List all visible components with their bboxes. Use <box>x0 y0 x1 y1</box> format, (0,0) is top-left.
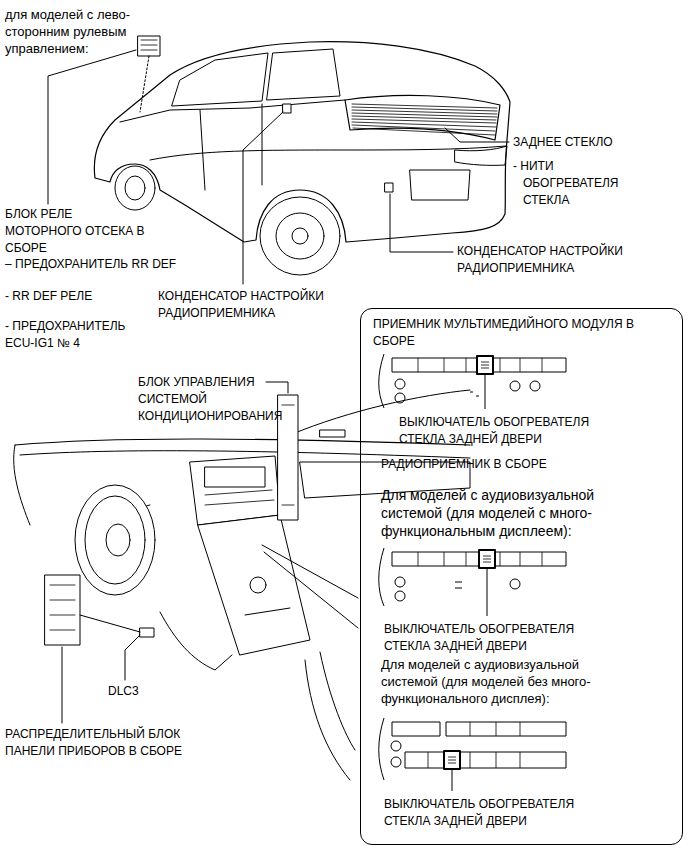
knob <box>510 381 520 391</box>
part-name: РАДИОПРИЕМНИК В СБОРЕ <box>381 456 631 473</box>
amplifier-detail <box>282 405 294 505</box>
knob <box>395 591 405 601</box>
leader-line <box>262 545 358 598</box>
note: для моделей с лево- сторонним рулевым уп… <box>5 6 137 57</box>
front-wheel <box>115 166 155 210</box>
knob <box>391 741 401 751</box>
defogger-icon <box>448 757 456 763</box>
body-line <box>120 100 345 122</box>
dash-line <box>20 451 470 458</box>
side-window <box>172 53 268 106</box>
inset-panel: ПРИЕМНИК МУЛЬТИМЕДИЙНОГО МОДУЛЯ В СБОРЕ В… <box>360 308 683 845</box>
rear-defogger-switch <box>477 356 493 374</box>
rear-defogger-switch <box>444 751 460 769</box>
relay-block-detail <box>141 40 157 50</box>
leader-line <box>487 569 488 616</box>
knob <box>395 577 405 587</box>
rear-wheel-rim <box>276 213 324 259</box>
part-name: – ПРЕДОХРАНИТЕЛЬ RR DEF <box>5 256 235 273</box>
part-name: - ПРЕДОХРАНИТЕЛЬ ECU-IG1 № 4 <box>5 318 155 352</box>
knob <box>395 393 405 403</box>
part-name: DLC3 <box>108 683 168 700</box>
leader-line <box>452 770 453 791</box>
car-illustration <box>48 36 510 284</box>
display-window <box>392 722 440 736</box>
variant-heading: Для моделей с аудиовизуальной системой (… <box>381 656 636 707</box>
knob <box>530 381 540 391</box>
dlc3-connector <box>140 628 154 637</box>
display <box>205 467 265 487</box>
part-name: ЗАДНЕЕ СТЕКЛО <box>513 134 663 151</box>
engine-room-relay-block <box>138 36 160 56</box>
rear-wheel <box>260 197 340 275</box>
part-name: РАСПРЕДЕЛИТЕЛЬНЫЙ БЛОК ПАНЕЛИ ПРИБОРОВ В… <box>5 726 215 760</box>
button-divider <box>470 722 520 736</box>
part-name: БЛОК РЕЛЕ МОТОРНОГО ОТСЕКА В СБОРЕ <box>5 206 145 257</box>
indicator <box>470 392 479 396</box>
rear-wheel-hub <box>292 228 308 244</box>
door-line <box>262 104 263 185</box>
rear-defogger-switch <box>479 550 495 568</box>
heater-wires <box>352 104 497 135</box>
steering-wheel-inner <box>85 496 145 584</box>
faceplate-edge <box>379 718 384 780</box>
side-window <box>267 49 340 100</box>
knob <box>391 757 401 767</box>
leader-line <box>485 375 486 409</box>
front-wheel-rim <box>125 176 145 200</box>
license-plate-area <box>410 170 470 200</box>
steering-hub <box>106 524 130 556</box>
wire <box>80 615 140 632</box>
rear-window <box>345 95 500 140</box>
radio-tuning-condenser <box>385 183 393 192</box>
part-name: - НИТИ ОБОГРЕВАТЕЛЯ СТЕКЛА <box>513 158 643 209</box>
center-stack <box>190 456 280 525</box>
radio-tuning-condenser <box>283 104 291 113</box>
leader-line <box>264 552 358 628</box>
instrument-panel-junction-block <box>45 575 80 645</box>
faceplate-edge <box>379 354 384 408</box>
junction-block-detail <box>50 585 75 630</box>
part-name: КОНДЕНСАТОР НАСТРОЙКИ РАДИОПРИЕМНИКА <box>158 288 358 322</box>
knob <box>395 379 405 389</box>
dash-edge <box>14 445 30 525</box>
knob <box>510 579 520 589</box>
part-name: ВЫКЛЮЧАТЕЛЬ ОБОГРЕВАТЕЛЯ СТЕКЛА ЗАДНЕЙ Д… <box>384 621 599 655</box>
button-divider <box>428 752 520 768</box>
part-heading: ПРИЕМНИК МУЛЬТИМЕДИЙНОГО МОДУЛЯ В СБОРЕ <box>373 316 663 350</box>
part-name: БЛОК УПРАВЛЕНИЯ СИСТЕМОЙ КОНДИЦИОНИРОВАН… <box>138 374 283 425</box>
faceplate-edge <box>379 548 384 606</box>
seat <box>305 652 355 780</box>
door-line <box>200 110 205 190</box>
leader-line <box>390 194 453 252</box>
defogger-icon <box>481 362 489 368</box>
leader-line <box>266 382 288 393</box>
tail-light <box>455 146 507 165</box>
dash-vent <box>320 430 345 437</box>
stack-buttons <box>205 490 274 505</box>
indicator <box>455 582 462 588</box>
leader-line <box>243 112 283 284</box>
button-row <box>446 722 566 736</box>
console-line <box>245 608 290 615</box>
button-row <box>405 752 566 768</box>
shift-lever <box>250 577 266 593</box>
part-name: ВЫКЛЮЧАТЕЛЬ ОБОГРЕВАТЕЛЯ СТЕКЛА ЗАДНЕЙ Д… <box>399 414 614 448</box>
leader-line <box>62 647 63 723</box>
center-console <box>198 515 310 655</box>
leader-line <box>125 635 140 680</box>
leader-line <box>445 128 509 142</box>
leader-line <box>48 50 136 204</box>
seat <box>160 612 232 670</box>
leader-line <box>140 56 149 112</box>
part-name: ВЫКЛЮЧАТЕЛЬ ОБОГРЕВАТЕЛЯ СТЕКЛА ЗАДНЕЙ Д… <box>384 796 599 830</box>
variant-heading: Для моделей с аудиовизуальной системой (… <box>381 486 636 540</box>
defogger-icon <box>483 556 491 562</box>
part-name: КОНДЕНСАТОР НАСТРОЙКИ РАДИОПРИЕМНИКА <box>457 243 682 277</box>
steering-wheel <box>75 485 155 595</box>
car-body <box>94 42 510 242</box>
